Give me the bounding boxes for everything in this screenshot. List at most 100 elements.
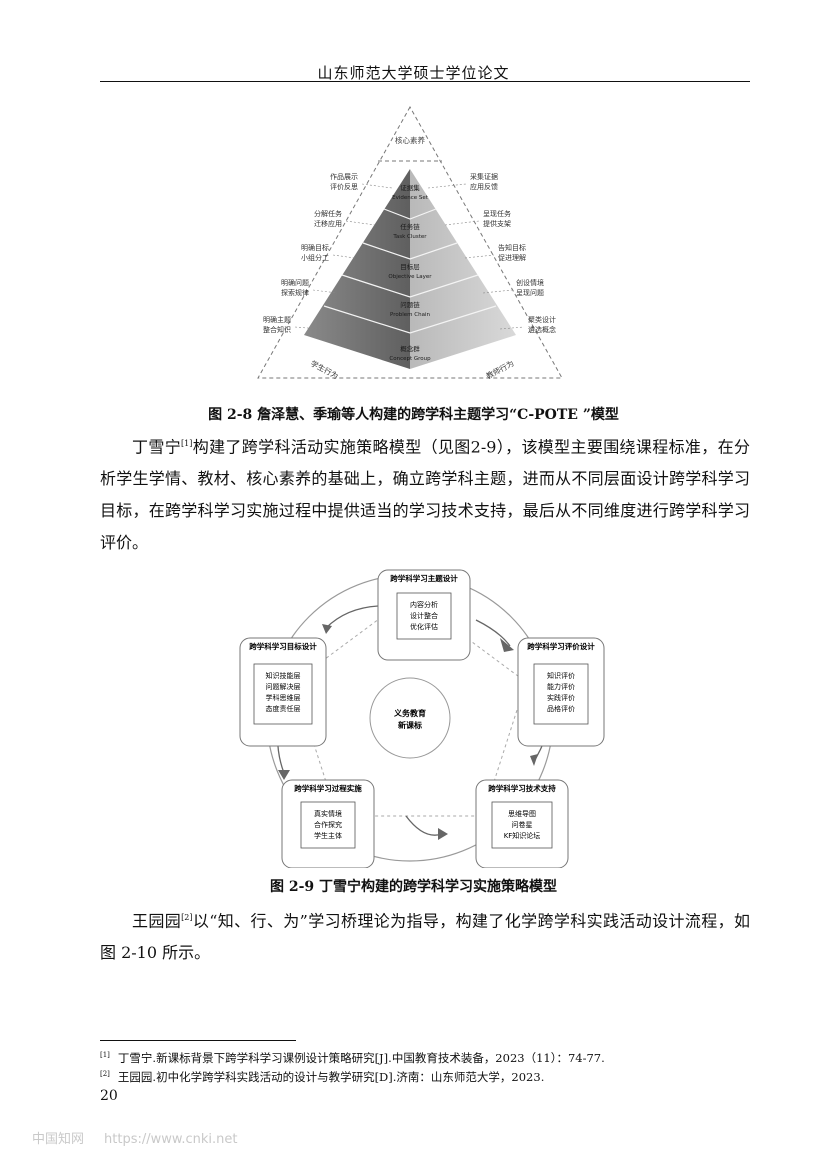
paragraph-2-text: 以“知、行、为”学习桥理论为指导，构建了化学跨学科实践活动设计流程，如图 2-1… bbox=[100, 911, 750, 963]
layer-line-1 bbox=[383, 208, 437, 220]
figure-2-8-caption: 图 2-8 詹泽慧、季瑜等人构建的跨学科主题学习“C-POTE ”模型 bbox=[208, 407, 619, 423]
right-label-5b: 遴选概念 bbox=[528, 325, 556, 334]
left-label-4b: 探索规律 bbox=[281, 288, 309, 297]
connector-l1 bbox=[361, 183, 393, 189]
footnote-1-mark: [1] bbox=[100, 1051, 110, 1060]
body-paragraph-2: 王园园[2]以“知、行、为”学习桥理论为指导，构建了化学跨学科实践活动设计流程，… bbox=[100, 902, 750, 969]
right-label-3a: 告知目标 bbox=[498, 243, 526, 252]
layer-line-3 bbox=[341, 274, 479, 298]
right-label-5a: 聚类设计 bbox=[528, 315, 556, 324]
arrowhead-top-right bbox=[500, 638, 514, 652]
arrow-top-left bbox=[325, 605, 379, 629]
connector-r3 bbox=[464, 254, 495, 259]
connector-r5 bbox=[499, 326, 525, 330]
right-label-4a: 创设情境 bbox=[516, 278, 544, 287]
citation-1: [1] bbox=[181, 439, 193, 448]
left-label-1b: 评价反思 bbox=[330, 182, 358, 191]
layer-5-en: Concept Group bbox=[389, 356, 431, 362]
box-topic-title: 跨学科学习主题设计 bbox=[390, 573, 458, 583]
watermark-url: https://www.cnki.net bbox=[104, 1132, 238, 1147]
watermark-brand: 中国知网 bbox=[32, 1132, 85, 1147]
layer-line-2 bbox=[362, 242, 458, 260]
footnote-2-text: 王园园.初中化学跨学科实践活动的设计与教学研究[D].济南：山东师范大学，202… bbox=[117, 1070, 545, 1084]
right-label-2b: 提供支架 bbox=[483, 219, 511, 228]
box-objective-item-3: 学科思维层 bbox=[266, 693, 301, 702]
pyramid-right-face bbox=[410, 169, 516, 369]
layer-1-zh: 证据集 bbox=[400, 183, 420, 192]
figure-2-9-caption: 图 2-9 丁雪宁构建的跨学科学习实施策略模型 bbox=[269, 879, 558, 895]
paragraph-1-text: 构建了跨学科活动实施策略模型（见图2-9），该模型主要围绕课程标准，在分析学生学… bbox=[100, 437, 750, 553]
arrowhead-left bbox=[278, 770, 290, 780]
box-process-title: 跨学科学习过程实施 bbox=[294, 783, 362, 793]
layer-3-en: Objective Layer bbox=[388, 274, 432, 280]
footnote-2-mark: [2] bbox=[100, 1070, 110, 1079]
right-label-4b: 呈现问题 bbox=[516, 289, 544, 297]
box-topic-item-1: 内容分析 bbox=[410, 600, 438, 609]
connector-r4 bbox=[482, 289, 513, 294]
box-evaluation-item-1: 知识评价 bbox=[547, 671, 575, 680]
connector-r2 bbox=[444, 220, 480, 226]
pyramid-left-face bbox=[304, 169, 410, 369]
running-header: 山东师范大学硕士学位论文 bbox=[317, 64, 510, 82]
footnote-1: [1] 丁雪宁.新课标背景下跨学科学习课例设计策略研究[J].中国教育技术装备，2… bbox=[100, 1050, 605, 1066]
box-topic-item-3: 优化评估 bbox=[410, 622, 438, 631]
box-technology-inner bbox=[491, 801, 553, 849]
right-label-1b: 应用反馈 bbox=[470, 182, 498, 191]
arrowhead-right bbox=[530, 754, 538, 766]
paragraph-2-author: 王园园 bbox=[132, 911, 182, 931]
footnote-1-text: 丁雪宁.新课标背景下跨学科学习课例设计策略研究[J].中国教育技术装备，2023… bbox=[117, 1051, 605, 1065]
box-technology-item-2: 问卷星 bbox=[512, 820, 533, 829]
box-topic-inner bbox=[396, 592, 452, 640]
layer-line-4 bbox=[323, 305, 497, 334]
connector-l2 bbox=[345, 220, 376, 226]
left-label-1a: 作品展示 bbox=[330, 172, 358, 181]
right-label-3b: 促进理解 bbox=[498, 253, 526, 262]
left-side-label: 学生行为 bbox=[309, 358, 340, 381]
arrow-bottom bbox=[405, 815, 443, 836]
left-label-2b: 迁移应用 bbox=[314, 219, 342, 228]
footnote-2: [2] 王园园.初中化学跨学科实践活动的设计与教学研究[D].济南：山东师范大学，… bbox=[100, 1069, 544, 1085]
layer-4-en: Problem Chain bbox=[390, 312, 430, 318]
box-objective-item-2: 问题解决层 bbox=[266, 682, 301, 691]
cnki-watermark: 中国知网 https://www.cnki.net bbox=[32, 1128, 257, 1147]
apex-label: 核心素养 bbox=[395, 135, 425, 145]
box-process-item-3: 学生主体 bbox=[314, 831, 342, 840]
left-label-5a: 明确主题 bbox=[263, 315, 291, 324]
box-technology-item-3: KF知识论坛 bbox=[504, 831, 541, 840]
header-rule bbox=[100, 81, 750, 82]
box-objective-item-1: 知识技能层 bbox=[266, 671, 301, 680]
left-label-5b: 整合知识 bbox=[263, 325, 291, 334]
box-technology-item-1: 思维导图 bbox=[508, 809, 536, 818]
box-evaluation-item-3: 实践评价 bbox=[547, 693, 575, 702]
right-side-label: 教师行为 bbox=[484, 358, 515, 381]
layer-4-zh: 问题链 bbox=[400, 300, 420, 309]
body-paragraph-1: 丁雪宁[1]构建了跨学科活动实施策略模型（见图2-9），该模型主要围绕课程标准，… bbox=[100, 428, 750, 559]
box-evaluation-item-4: 品格评价 bbox=[547, 704, 575, 713]
left-label-2a: 分解任务 bbox=[314, 209, 342, 218]
box-evaluation-item-2: 能力评价 bbox=[547, 682, 575, 691]
figure-2-8-pyramid: 核心素养 证据集 Evidence Set 任务链 Task Cluster 目… bbox=[257, 105, 563, 381]
center-circle bbox=[369, 677, 451, 759]
center-line-2: 新课标 bbox=[398, 720, 422, 730]
arrowhead-top-left bbox=[322, 624, 332, 634]
box-process-item-1: 真实情境 bbox=[314, 809, 342, 818]
footnote-rule bbox=[100, 1040, 296, 1041]
layer-1-en: Evidence Set bbox=[392, 195, 429, 201]
layer-3-zh: 目标层 bbox=[400, 262, 420, 271]
figure-2-9-cycle: 义务教育 新课标 跨学科学习主题设计 内容分析 设计整合 优化评估 跨学科学习评… bbox=[239, 569, 605, 868]
box-evaluation-inner bbox=[533, 663, 589, 725]
paragraph-1-author: 丁雪宁 bbox=[132, 437, 182, 457]
right-label-2a: 呈现任务 bbox=[483, 209, 511, 218]
center-line-1: 义务教育 bbox=[393, 708, 426, 718]
connector-l4 bbox=[312, 289, 338, 294]
box-objective-item-4: 态度责任层 bbox=[266, 704, 301, 713]
layer-2-zh: 任务链 bbox=[400, 222, 420, 231]
right-label-1a: 采集证据 bbox=[470, 172, 498, 181]
box-process-inner bbox=[300, 801, 356, 849]
box-evaluation-title: 跨学科学习评价设计 bbox=[527, 641, 595, 651]
box-objective-inner bbox=[253, 663, 313, 725]
box-topic-item-2: 设计整合 bbox=[410, 611, 438, 620]
left-label-3b: 小组分工 bbox=[301, 253, 329, 262]
connector-l5 bbox=[294, 326, 321, 330]
arrow-top-right bbox=[475, 619, 511, 647]
